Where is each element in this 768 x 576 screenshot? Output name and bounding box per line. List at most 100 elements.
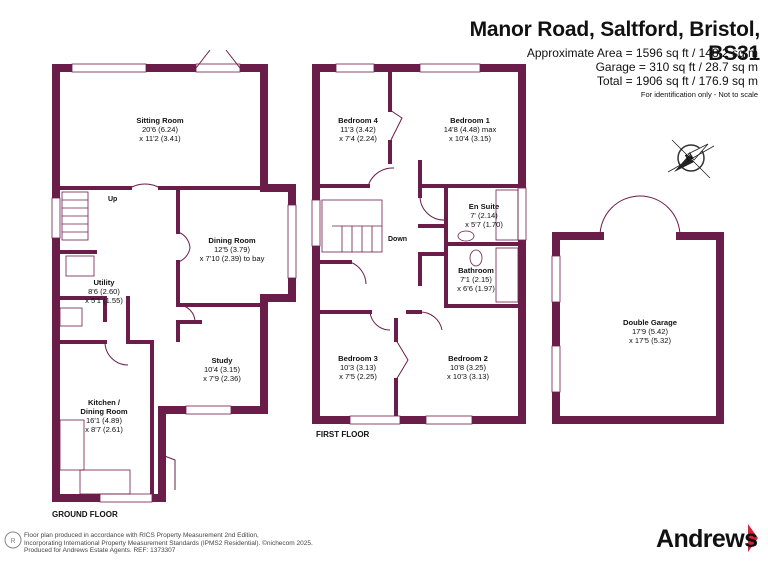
- room-dimension: x 10'3 (3.13): [447, 372, 489, 381]
- kitchen-island: [79, 469, 131, 495]
- brand-logo: Andrews: [656, 525, 758, 553]
- room-name: Bedroom 4: [338, 116, 378, 125]
- room-dimension: 7'1 (2.15): [460, 275, 492, 284]
- door-swing: [389, 109, 403, 143]
- room-dimension: 8'6 (2.60): [88, 287, 120, 296]
- room-name: Dining Room: [208, 236, 256, 245]
- shower: [495, 189, 519, 241]
- room-name: Bedroom 2: [448, 354, 488, 363]
- wc-fixture: [469, 249, 483, 267]
- rics-logo-icon: R: [4, 531, 22, 549]
- room-ensuite: En Suite 7' (2.14) x 5'7 (1.70): [465, 202, 503, 229]
- room-bathroom: Bathroom 7'1 (2.15) x 6'6 (1.97): [457, 266, 495, 293]
- window: [551, 345, 561, 393]
- room-dimension: 7' (2.14): [470, 211, 498, 220]
- room-name: Double Garage: [622, 318, 678, 327]
- room-dimension: x 10'4 (3.15): [449, 134, 491, 143]
- window: [51, 197, 61, 239]
- identification-note: For identification only - Not to scale: [640, 90, 758, 99]
- room-utility: Utility 8'6 (2.60) x 5'1 (1.55): [85, 278, 123, 305]
- room-dimension: x 7'4 (2.24): [339, 134, 377, 143]
- utility-counter: [65, 255, 95, 277]
- room-garage: Double Garage 17'9 (5.42) x 17'5 (5.32): [623, 318, 677, 345]
- footer-line: Floor plan produced in accordance with R…: [24, 532, 259, 539]
- door-swing: [349, 261, 367, 285]
- door-swing: [177, 304, 196, 323]
- door-swing: [104, 341, 129, 366]
- window: [99, 493, 153, 503]
- room-name: Sitting Room: [136, 116, 184, 125]
- window: [335, 63, 375, 73]
- window: [425, 415, 473, 425]
- room-dimension: 10'4 (3.15): [203, 365, 241, 374]
- french-doors: [195, 49, 241, 69]
- room-bedroom4: Bedroom 4 11'3 (3.42) x 7'4 (2.24): [338, 116, 378, 143]
- window: [551, 255, 561, 303]
- door-swing: [419, 311, 443, 331]
- stairs-up-label: Up: [108, 196, 118, 203]
- door-swing: [369, 311, 391, 331]
- brand-arrow-icon: [748, 524, 758, 552]
- door-swing: [367, 167, 395, 187]
- room-name: Bathroom: [458, 266, 494, 275]
- svg-text:R: R: [10, 538, 15, 545]
- footer-line: Incorporating International Property Mea…: [24, 539, 313, 547]
- window: [349, 415, 401, 425]
- room-sitting: Sitting Room 20'6 (6.24) x 11'2 (3.41): [136, 116, 183, 143]
- compass-rose: [667, 139, 715, 179]
- room-dimension: 12'5 (3.79): [213, 245, 251, 254]
- bath: [495, 247, 519, 303]
- room-dimension: 10'3 (3.13): [339, 363, 377, 372]
- room-dimension: 17'9 (5.42): [631, 327, 669, 336]
- room-dimension: 11'3 (3.42): [340, 125, 376, 134]
- room-dimension: x 5'7 (1.70): [465, 220, 503, 229]
- room-name: Study: [211, 356, 233, 365]
- room-name-line2: Dining Room: [80, 407, 128, 416]
- room-name: Utility: [93, 278, 115, 287]
- room-name: Kitchen /: [87, 398, 121, 407]
- room-name: En Suite: [468, 202, 500, 211]
- ensuite-basin: [457, 230, 475, 242]
- ground-floor-label: GROUND FLOOR: [52, 510, 118, 519]
- room-dimension: x 7'5 (2.25): [339, 372, 377, 381]
- footer-line: Produced for Andrews Estate Agents. REF:…: [24, 547, 176, 555]
- room-dimension: 14'8 (4.48) max: [443, 125, 497, 134]
- room-dimension: 10'8 (3.25): [449, 363, 487, 372]
- door-swing: [395, 339, 409, 381]
- total-area: Total = 1906 sq ft / 176.9 sq m: [596, 74, 758, 88]
- garage-area: Garage = 310 sq ft / 28.7 sq m: [595, 60, 758, 74]
- room-bedroom2: Bedroom 2 10'8 (3.25) x 10'3 (3.13): [447, 354, 489, 381]
- room-bedroom1: Bedroom 1 14'8 (4.48) max x 10'4 (3.15): [444, 116, 497, 143]
- door-swing: [177, 231, 191, 263]
- window: [311, 199, 321, 247]
- room-name: Bedroom 1: [450, 116, 490, 125]
- footer-disclaimer: Floor plan produced in accordance with R…: [24, 532, 313, 555]
- room-dimension: x 11'2 (3.41): [139, 134, 181, 143]
- door-swing: [129, 183, 161, 189]
- room-dimension: 20'6 (6.24): [141, 125, 179, 134]
- room-dimension: 16'1 (4.89): [85, 416, 123, 425]
- room-name: Bedroom 3: [338, 354, 378, 363]
- window: [419, 63, 481, 73]
- room-kitchen: Kitchen / Dining Room 16'1 (4.89) x 8'7 …: [80, 398, 127, 434]
- room-dimension: x 6'6 (1.97): [457, 284, 495, 293]
- page-title: Manor Road, Saltford, Bristol, BS31: [469, 18, 761, 65]
- first-floor-outline: [312, 64, 526, 424]
- room-study: Study 10'4 (3.15) x 7'9 (2.36): [203, 356, 241, 383]
- window: [517, 187, 527, 241]
- room-dimension: x 7'10 (2.39) to bay: [199, 254, 265, 263]
- door-swing: [161, 454, 176, 490]
- room-dining: Dining Room 12'5 (3.79) x 7'10 (2.39) to…: [200, 236, 265, 263]
- kitchen-counter: [59, 419, 85, 471]
- window: [185, 405, 232, 415]
- first-floor-label: FIRST FLOOR: [316, 430, 370, 439]
- approximate-area: Approximate Area = 1596 sq ft / 148.2 sq…: [526, 46, 758, 60]
- wc-fixture: [59, 307, 83, 327]
- room-dimension: x 17'5 (5.32): [629, 336, 671, 345]
- room-dimension: x 8'7 (2.61): [85, 425, 123, 434]
- window: [195, 63, 241, 73]
- door-swing: [419, 195, 445, 221]
- room-dimension: x 7'9 (2.36): [203, 374, 241, 383]
- room-dimension: x 5'1 (1.55): [85, 296, 123, 305]
